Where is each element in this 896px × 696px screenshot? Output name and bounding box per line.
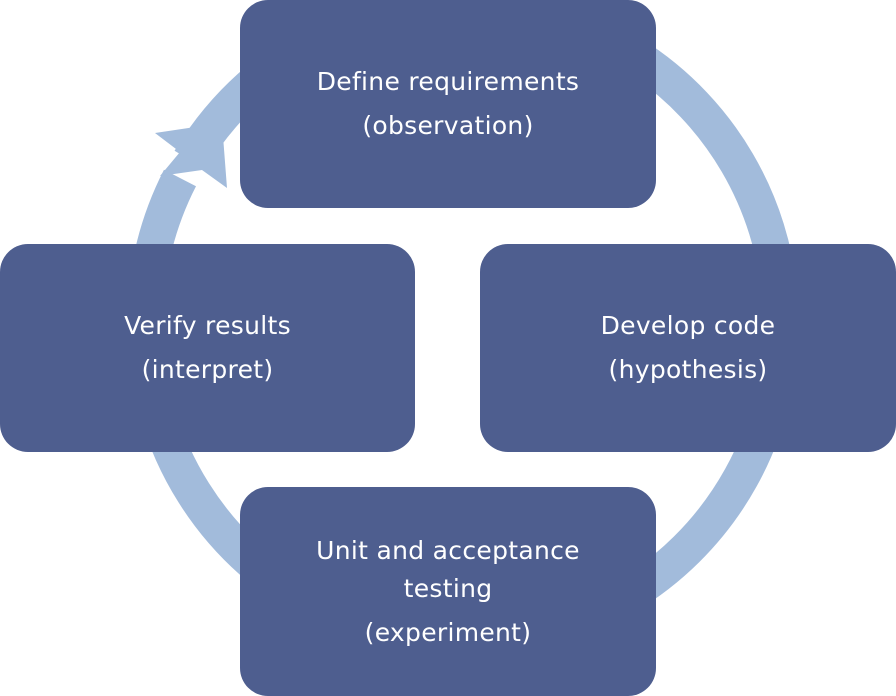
step-testing: Unit and acceptance testing (experiment) (240, 487, 656, 696)
step-subtitle: (experiment) (364, 617, 532, 647)
step-subtitle: (interpret) (141, 355, 274, 384)
step-title-line1: Unit and acceptance (316, 535, 580, 565)
step-title-line2: testing (403, 573, 493, 603)
step-develop-code: Develop code (hypothesis) (480, 244, 896, 452)
step-title: Verify results (124, 311, 291, 340)
step-verify-results: Verify results (interpret) (0, 244, 415, 452)
cycle-arrowhead-icon (155, 123, 227, 188)
step-title: Develop code (600, 311, 776, 340)
step-title: Define requirements (316, 67, 580, 96)
step-define-requirements: Define requirements (observation) (240, 0, 656, 208)
step-subtitle: (observation) (362, 111, 534, 140)
step-subtitle: (hypothesis) (608, 355, 768, 384)
